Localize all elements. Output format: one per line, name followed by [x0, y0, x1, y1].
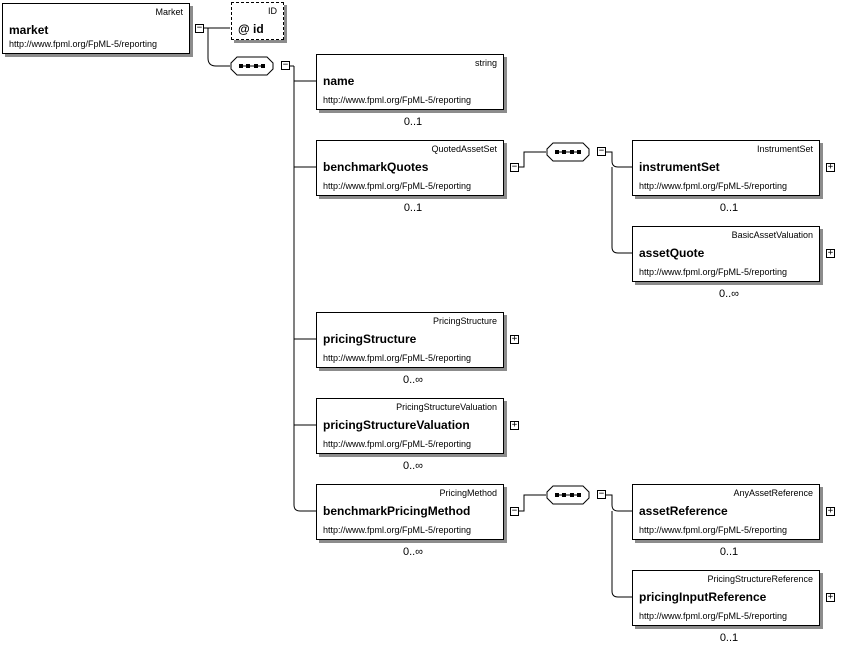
element-name: benchmarkPricingMethod [323, 504, 471, 518]
element-namespace: http://www.fpml.org/FpML-5/reporting [323, 95, 472, 105]
cardinality-label: 0..∞ [402, 546, 424, 558]
element-instrumentSet[interactable]: InstrumentSet instrumentSet http://www.f… [632, 140, 820, 196]
element-namespace: http://www.fpml.org/FpML-5/reporting [323, 525, 472, 535]
element-type: PricingMethod [439, 488, 497, 498]
element-name: benchmarkQuotes [323, 160, 429, 174]
cardinality-label: 0..∞ [718, 288, 740, 300]
sequence-compositor-icon[interactable] [546, 142, 590, 162]
element-name: name [323, 74, 355, 88]
expand-toggle-assetQuote[interactable]: + [826, 248, 835, 258]
cardinality-label: 0..1 [719, 632, 739, 644]
expand-toggle-assetReference[interactable]: + [826, 506, 835, 516]
element-type: QuotedAssetSet [431, 144, 497, 154]
collapse-toggle-sequence[interactable]: − [281, 60, 290, 70]
element-pricingInputReference[interactable]: PricingStructureReference pricingInputRe… [632, 570, 820, 626]
collapse-toggle-market[interactable]: − [195, 23, 204, 33]
cardinality-label: 0..∞ [402, 460, 424, 472]
element-type: InstrumentSet [756, 144, 813, 154]
element-namespace: http://www.fpml.org/FpML-5/reporting [323, 439, 472, 449]
sequence-compositor-icon[interactable] [546, 485, 590, 505]
cardinality-label: 0..∞ [402, 374, 424, 386]
element-name: assetReference [639, 504, 728, 518]
expand-toggle-pricingStructureValuation[interactable]: + [510, 420, 519, 430]
expand-toggle-instrumentSet[interactable]: + [826, 162, 835, 172]
attribute-name: @ id [238, 22, 264, 36]
element-type: PricingStructureReference [707, 574, 813, 584]
element-name: instrumentSet [639, 160, 720, 174]
element-namespace: http://www.fpml.org/FpML-5/reporting [323, 181, 472, 191]
element-type: Market [155, 7, 183, 17]
cardinality-label: 0..1 [403, 202, 423, 214]
element-type: PricingStructureValuation [396, 402, 497, 412]
cardinality-label: 0..1 [403, 116, 423, 128]
collapse-toggle-benchmarkPricingMethod[interactable]: − [510, 506, 519, 516]
element-name-field[interactable]: string name http://www.fpml.org/FpML-5/r… [316, 54, 504, 110]
cardinality-label: 0..1 [719, 546, 739, 558]
element-namespace: http://www.fpml.org/FpML-5/reporting [639, 611, 788, 621]
element-namespace: http://www.fpml.org/FpML-5/reporting [639, 267, 788, 277]
element-name: pricingInputReference [639, 590, 767, 604]
cardinality-label: 0..1 [719, 202, 739, 214]
element-namespace: http://www.fpml.org/FpML-5/reporting [639, 525, 788, 535]
expand-toggle-pricingStructure[interactable]: + [510, 334, 519, 344]
element-type: PricingStructure [432, 316, 497, 326]
element-market[interactable]: Market market http://www.fpml.org/FpML-5… [2, 3, 190, 54]
element-type: BasicAssetValuation [731, 230, 813, 240]
attribute-type: ID [268, 6, 277, 16]
attribute-id[interactable]: ID @ id [231, 2, 284, 40]
element-type: AnyAssetReference [733, 488, 813, 498]
element-namespace: http://www.fpml.org/FpML-5/reporting [9, 39, 158, 49]
element-type: string [474, 58, 497, 68]
element-assetReference[interactable]: AnyAssetReference assetReference http://… [632, 484, 820, 540]
element-pricingStructure[interactable]: PricingStructure pricingStructure http:/… [316, 312, 504, 368]
element-benchmarkQuotes[interactable]: QuotedAssetSet benchmarkQuotes http://ww… [316, 140, 504, 196]
element-pricingStructureValuation[interactable]: PricingStructureValuation pricingStructu… [316, 398, 504, 454]
element-name: pricingStructure [323, 332, 417, 346]
expand-toggle-pricingInputReference[interactable]: + [826, 592, 835, 602]
element-assetQuote[interactable]: BasicAssetValuation assetQuote http://ww… [632, 226, 820, 282]
element-namespace: http://www.fpml.org/FpML-5/reporting [323, 353, 472, 363]
element-namespace: http://www.fpml.org/FpML-5/reporting [639, 181, 788, 191]
element-name: assetQuote [639, 246, 705, 260]
sequence-compositor-icon[interactable] [230, 56, 274, 76]
collapse-toggle-benchmarkQuotes[interactable]: − [510, 162, 519, 172]
collapse-toggle-sequence[interactable]: − [597, 146, 606, 156]
element-benchmarkPricingMethod[interactable]: PricingMethod benchmarkPricingMethod htt… [316, 484, 504, 540]
element-name: market [9, 23, 49, 37]
collapse-toggle-sequence[interactable]: − [597, 489, 606, 499]
element-name: pricingStructureValuation [323, 418, 470, 432]
